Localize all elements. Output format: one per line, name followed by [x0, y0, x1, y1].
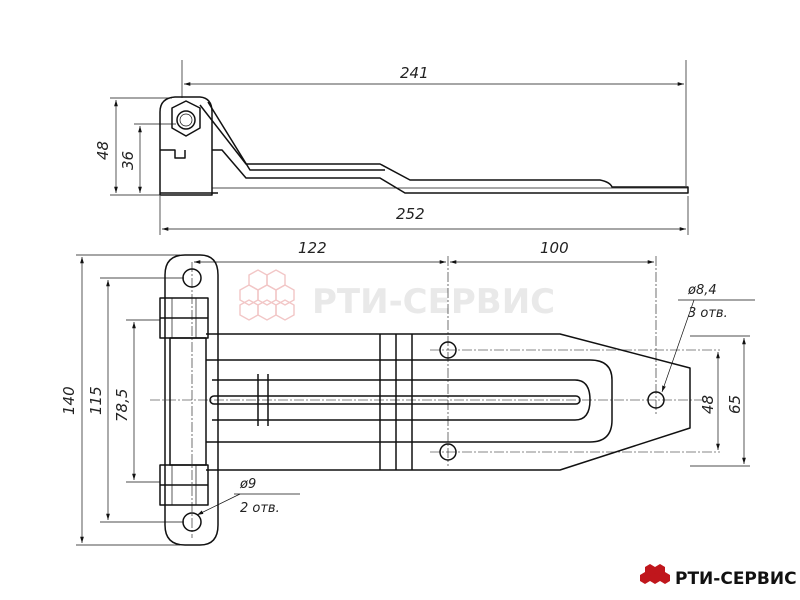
plan-leaf [206, 333, 691, 471]
plan-view: 122 100 140 115 78,5 48 65 ø8,4 3 отв. ø… [60, 239, 755, 546]
watermark-logo-icon [239, 269, 295, 321]
brand-hexagon-icon [640, 564, 670, 584]
dim-241: 241 [400, 64, 429, 82]
brand-text: РТИ-СЕРВИС [675, 569, 797, 589]
dim-100: 100 [540, 239, 569, 257]
pin-plate [164, 254, 219, 546]
leaf-recess [206, 359, 613, 443]
dim-78-5: 78,5 [113, 389, 131, 422]
dim-65: 65 [726, 395, 744, 414]
knuckle-tube [169, 337, 207, 466]
dim-36: 36 [119, 151, 137, 170]
callout-hole-large-diameter: ø8,4 [687, 283, 717, 298]
callout-hole-large-count: 3 отв. [688, 306, 728, 321]
side-leaf [199, 104, 689, 194]
side-nut [171, 100, 201, 137]
callout-hole-small-count: 2 отв. [240, 501, 280, 516]
brand-logo: РТИ-СЕРВИС [640, 564, 797, 589]
callout-hole-small-diameter: ø9 [239, 477, 256, 492]
watermark: РТИ-СЕРВИС [239, 269, 555, 322]
dim-115: 115 [87, 386, 105, 415]
dim-48-plan: 48 [699, 395, 717, 414]
dim-122: 122 [298, 239, 327, 257]
dim-252: 252 [396, 205, 425, 223]
dim-48-side: 48 [94, 141, 112, 160]
side-view: 241 252 48 36 [94, 60, 689, 235]
dim-140: 140 [60, 386, 78, 415]
watermark-text: РТИ-СЕРВИС [312, 282, 555, 322]
